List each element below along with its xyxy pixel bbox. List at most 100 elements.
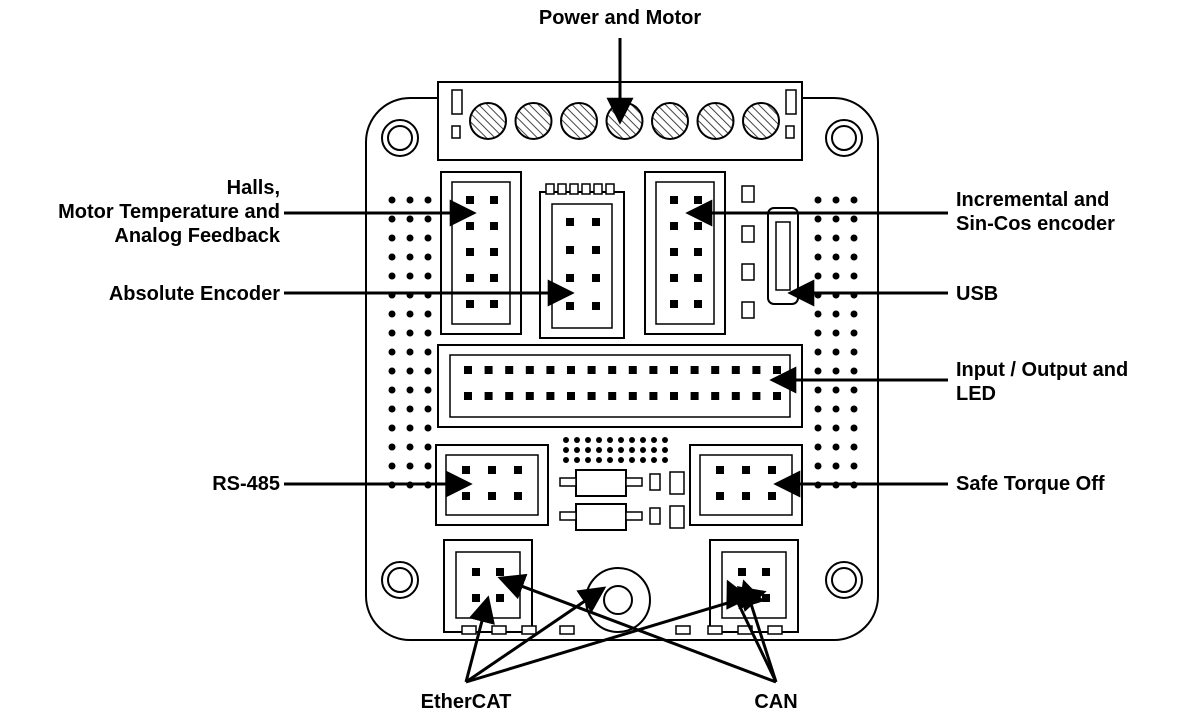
connector-pin (567, 366, 575, 374)
pin-hole (585, 437, 591, 443)
connector-pin (592, 218, 600, 226)
pin-hole (388, 348, 396, 356)
label-rs485: RS-485 (212, 473, 280, 495)
pin-hole (850, 329, 858, 337)
pin-hole (607, 447, 613, 453)
connector-pin (472, 594, 480, 602)
pin-hole (406, 196, 414, 204)
optocoupler-lead (625, 511, 643, 521)
pin-hole (388, 329, 396, 337)
pin-hole (629, 437, 635, 443)
pin-hole (832, 367, 840, 375)
pin-hole (388, 367, 396, 375)
connector-pin (742, 492, 750, 500)
pin-hole (629, 457, 635, 463)
pin-hole (406, 367, 414, 375)
smd-pad (521, 625, 537, 635)
terminal-screw (514, 102, 553, 140)
label-safe-torque-off: Safe Torque Off (956, 473, 1105, 495)
pin-hole (814, 386, 822, 394)
connector-pin (670, 300, 678, 308)
pin-hole (651, 447, 657, 453)
pin-hole (574, 437, 580, 443)
label-io-line-1: Input / Output and (956, 359, 1129, 381)
pin-hole (814, 215, 822, 223)
connector-pin (649, 392, 658, 400)
optocouplers (559, 469, 685, 531)
connector-pin (711, 366, 720, 374)
pin-hole (618, 447, 624, 453)
connector-pin (514, 466, 522, 474)
pin-hole (832, 253, 840, 261)
optocoupler (575, 469, 627, 497)
pin-hole (388, 215, 396, 223)
connector-pin (490, 196, 498, 204)
label-halls-line-2: Motor Temperature and (58, 201, 280, 223)
pin-hole (406, 272, 414, 280)
connector-pin (466, 248, 474, 256)
smd-component (649, 473, 661, 491)
connector-pin (711, 392, 720, 400)
terminal-screw (651, 102, 689, 140)
connector-pin (773, 392, 781, 400)
connector-pin (462, 492, 470, 500)
connector-pin (466, 222, 474, 230)
connector-pin (649, 366, 658, 374)
pin-hole (607, 437, 613, 443)
smd-pad (461, 625, 477, 635)
connector-pin (525, 392, 534, 400)
smd-pad (707, 625, 723, 635)
pin-hole (814, 405, 822, 413)
pin-hole (814, 462, 822, 470)
pin-hole (406, 329, 414, 337)
connector-pin (592, 302, 600, 310)
label-io-led: Input / Output and LED (956, 358, 1128, 406)
smd-pad (593, 183, 603, 195)
label-incremental: Incremental and Sin-Cos encoder (956, 188, 1115, 236)
connector-pin (484, 366, 493, 374)
pin-hole (832, 443, 840, 451)
halls-connector (440, 171, 522, 335)
pin-hole (629, 447, 635, 453)
connector-pin (752, 392, 761, 400)
smd-pad (491, 625, 507, 635)
can-connector (709, 539, 799, 633)
incremental-encoder-connector (644, 171, 726, 335)
pin-hole-strips (388, 196, 858, 489)
optocoupler-lead (559, 477, 577, 487)
label-incremental-line-2: Sin-Cos encoder (956, 213, 1115, 235)
pin-hole (406, 424, 414, 432)
smd-pad (581, 183, 591, 195)
pin-hole (607, 457, 613, 463)
pin-hole (814, 196, 822, 204)
pin-hole (424, 443, 432, 451)
smd-pad (569, 183, 579, 195)
pin-hole (850, 234, 858, 242)
arrow-ethercat-1 (464, 595, 495, 683)
connector-pin (773, 366, 781, 374)
connector-pin (694, 300, 702, 308)
pin-hole (850, 253, 858, 261)
connector-pin (505, 392, 514, 400)
pin-hole (814, 272, 822, 280)
connector-pin (628, 366, 637, 374)
pin-hole (563, 447, 569, 453)
pin-hole (406, 215, 414, 223)
pin-hole (832, 234, 840, 242)
terminal-screw (605, 102, 644, 140)
smd-component (741, 263, 755, 281)
pin-hole (850, 310, 858, 318)
connector-pin (514, 492, 522, 500)
connector-pin (466, 300, 474, 308)
connector-pin (690, 392, 699, 400)
pin-hole (406, 310, 414, 318)
pin-hole (406, 253, 414, 261)
pin-hole (640, 457, 646, 463)
connector-pin (768, 466, 776, 474)
connector-pin (752, 366, 761, 374)
connector-pin (608, 392, 617, 400)
pin-hole (662, 457, 668, 463)
pin-hole (574, 457, 580, 463)
pin-hole (832, 310, 840, 318)
